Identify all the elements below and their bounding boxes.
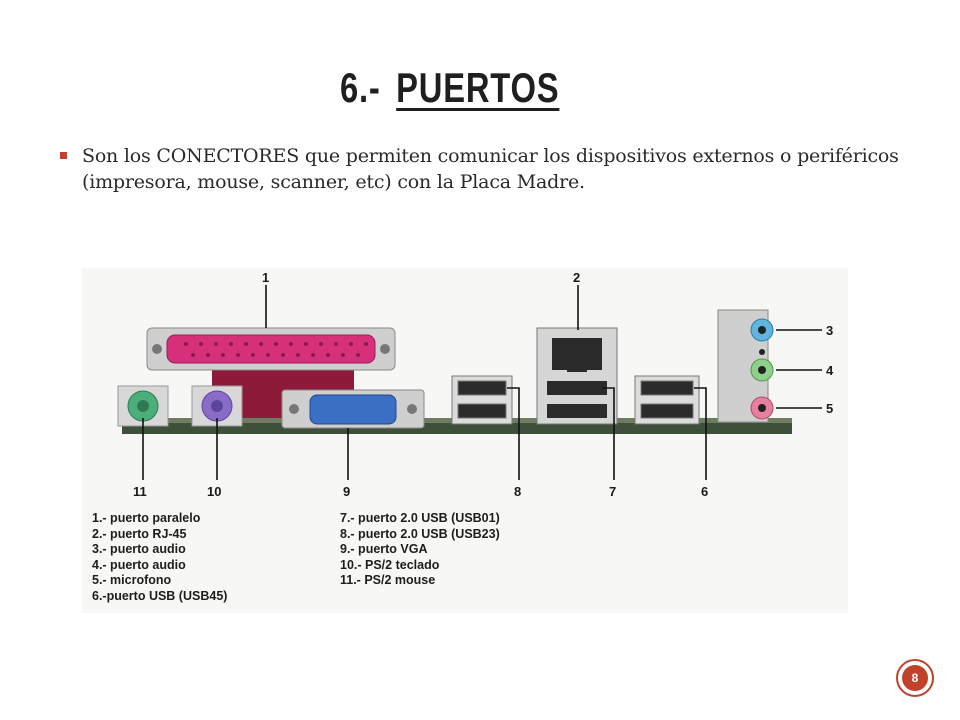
callout-3: 3 xyxy=(826,323,834,338)
motherboard-ports-figure: 1 2 3 4 5 6 7 8 9 10 11 1.- puerto paral… xyxy=(82,268,848,613)
legend-item: 9.- puerto VGA xyxy=(340,542,428,556)
callout-7: 7 xyxy=(609,484,617,499)
callout-11: 11 xyxy=(133,484,147,499)
bullet-square-icon xyxy=(60,152,67,159)
legend-item: 1.- puerto paralelo xyxy=(92,511,201,525)
callout-9: 9 xyxy=(343,484,351,499)
callout-6: 6 xyxy=(701,484,709,499)
legend-item: 3.- puerto audio xyxy=(92,542,186,556)
callout-8: 8 xyxy=(514,484,522,499)
legend-item: 11.- PS/2 mouse xyxy=(340,573,436,587)
legend-item: 2.- puerto RJ-45 xyxy=(92,526,187,541)
leader-lines xyxy=(142,285,822,480)
legend-left: 1.- puerto paralelo 2.- puerto RJ-45 3.-… xyxy=(92,511,227,604)
slide-title: 6.- PUERTOS xyxy=(340,48,559,112)
callout-5: 5 xyxy=(826,401,834,416)
rj45-usb-stack xyxy=(536,327,618,425)
legend-item: 5.- microfono xyxy=(92,573,172,587)
title-word: PUERTOS xyxy=(396,64,560,111)
legend-item: 10.- PS/2 teclado xyxy=(340,557,440,572)
legend-item: 7.- puerto 2.0 USB (USB01) xyxy=(340,511,500,525)
usb-port-stack-6 xyxy=(634,375,700,425)
vga-port xyxy=(281,389,425,429)
usb-port-stack-8 xyxy=(451,375,513,425)
legend-item: 4.- puerto audio xyxy=(92,557,186,572)
callout-1: 1 xyxy=(262,270,270,285)
callout-2: 2 xyxy=(573,270,581,285)
audio-jacks xyxy=(717,309,774,423)
callout-4: 4 xyxy=(826,363,834,378)
title-number: 6.- xyxy=(340,64,381,111)
page-number: 8 xyxy=(902,665,928,691)
callout-10: 10 xyxy=(207,484,222,499)
parallel-port xyxy=(146,327,396,418)
page-number-badge: 8 xyxy=(896,659,934,697)
legend-item: 6.-puerto USB (USB45) xyxy=(92,588,228,603)
ports-illustration xyxy=(117,285,822,480)
bullet-item: Son los CONECTORES que permiten comunica… xyxy=(60,143,920,195)
legend-right: 7.- puerto 2.0 USB (USB01) 8.- puerto 2.… xyxy=(340,511,500,589)
bullet-text: Son los CONECTORES que permiten comunica… xyxy=(82,145,899,193)
legend-item: 8.- puerto 2.0 USB (USB23) xyxy=(340,526,500,541)
